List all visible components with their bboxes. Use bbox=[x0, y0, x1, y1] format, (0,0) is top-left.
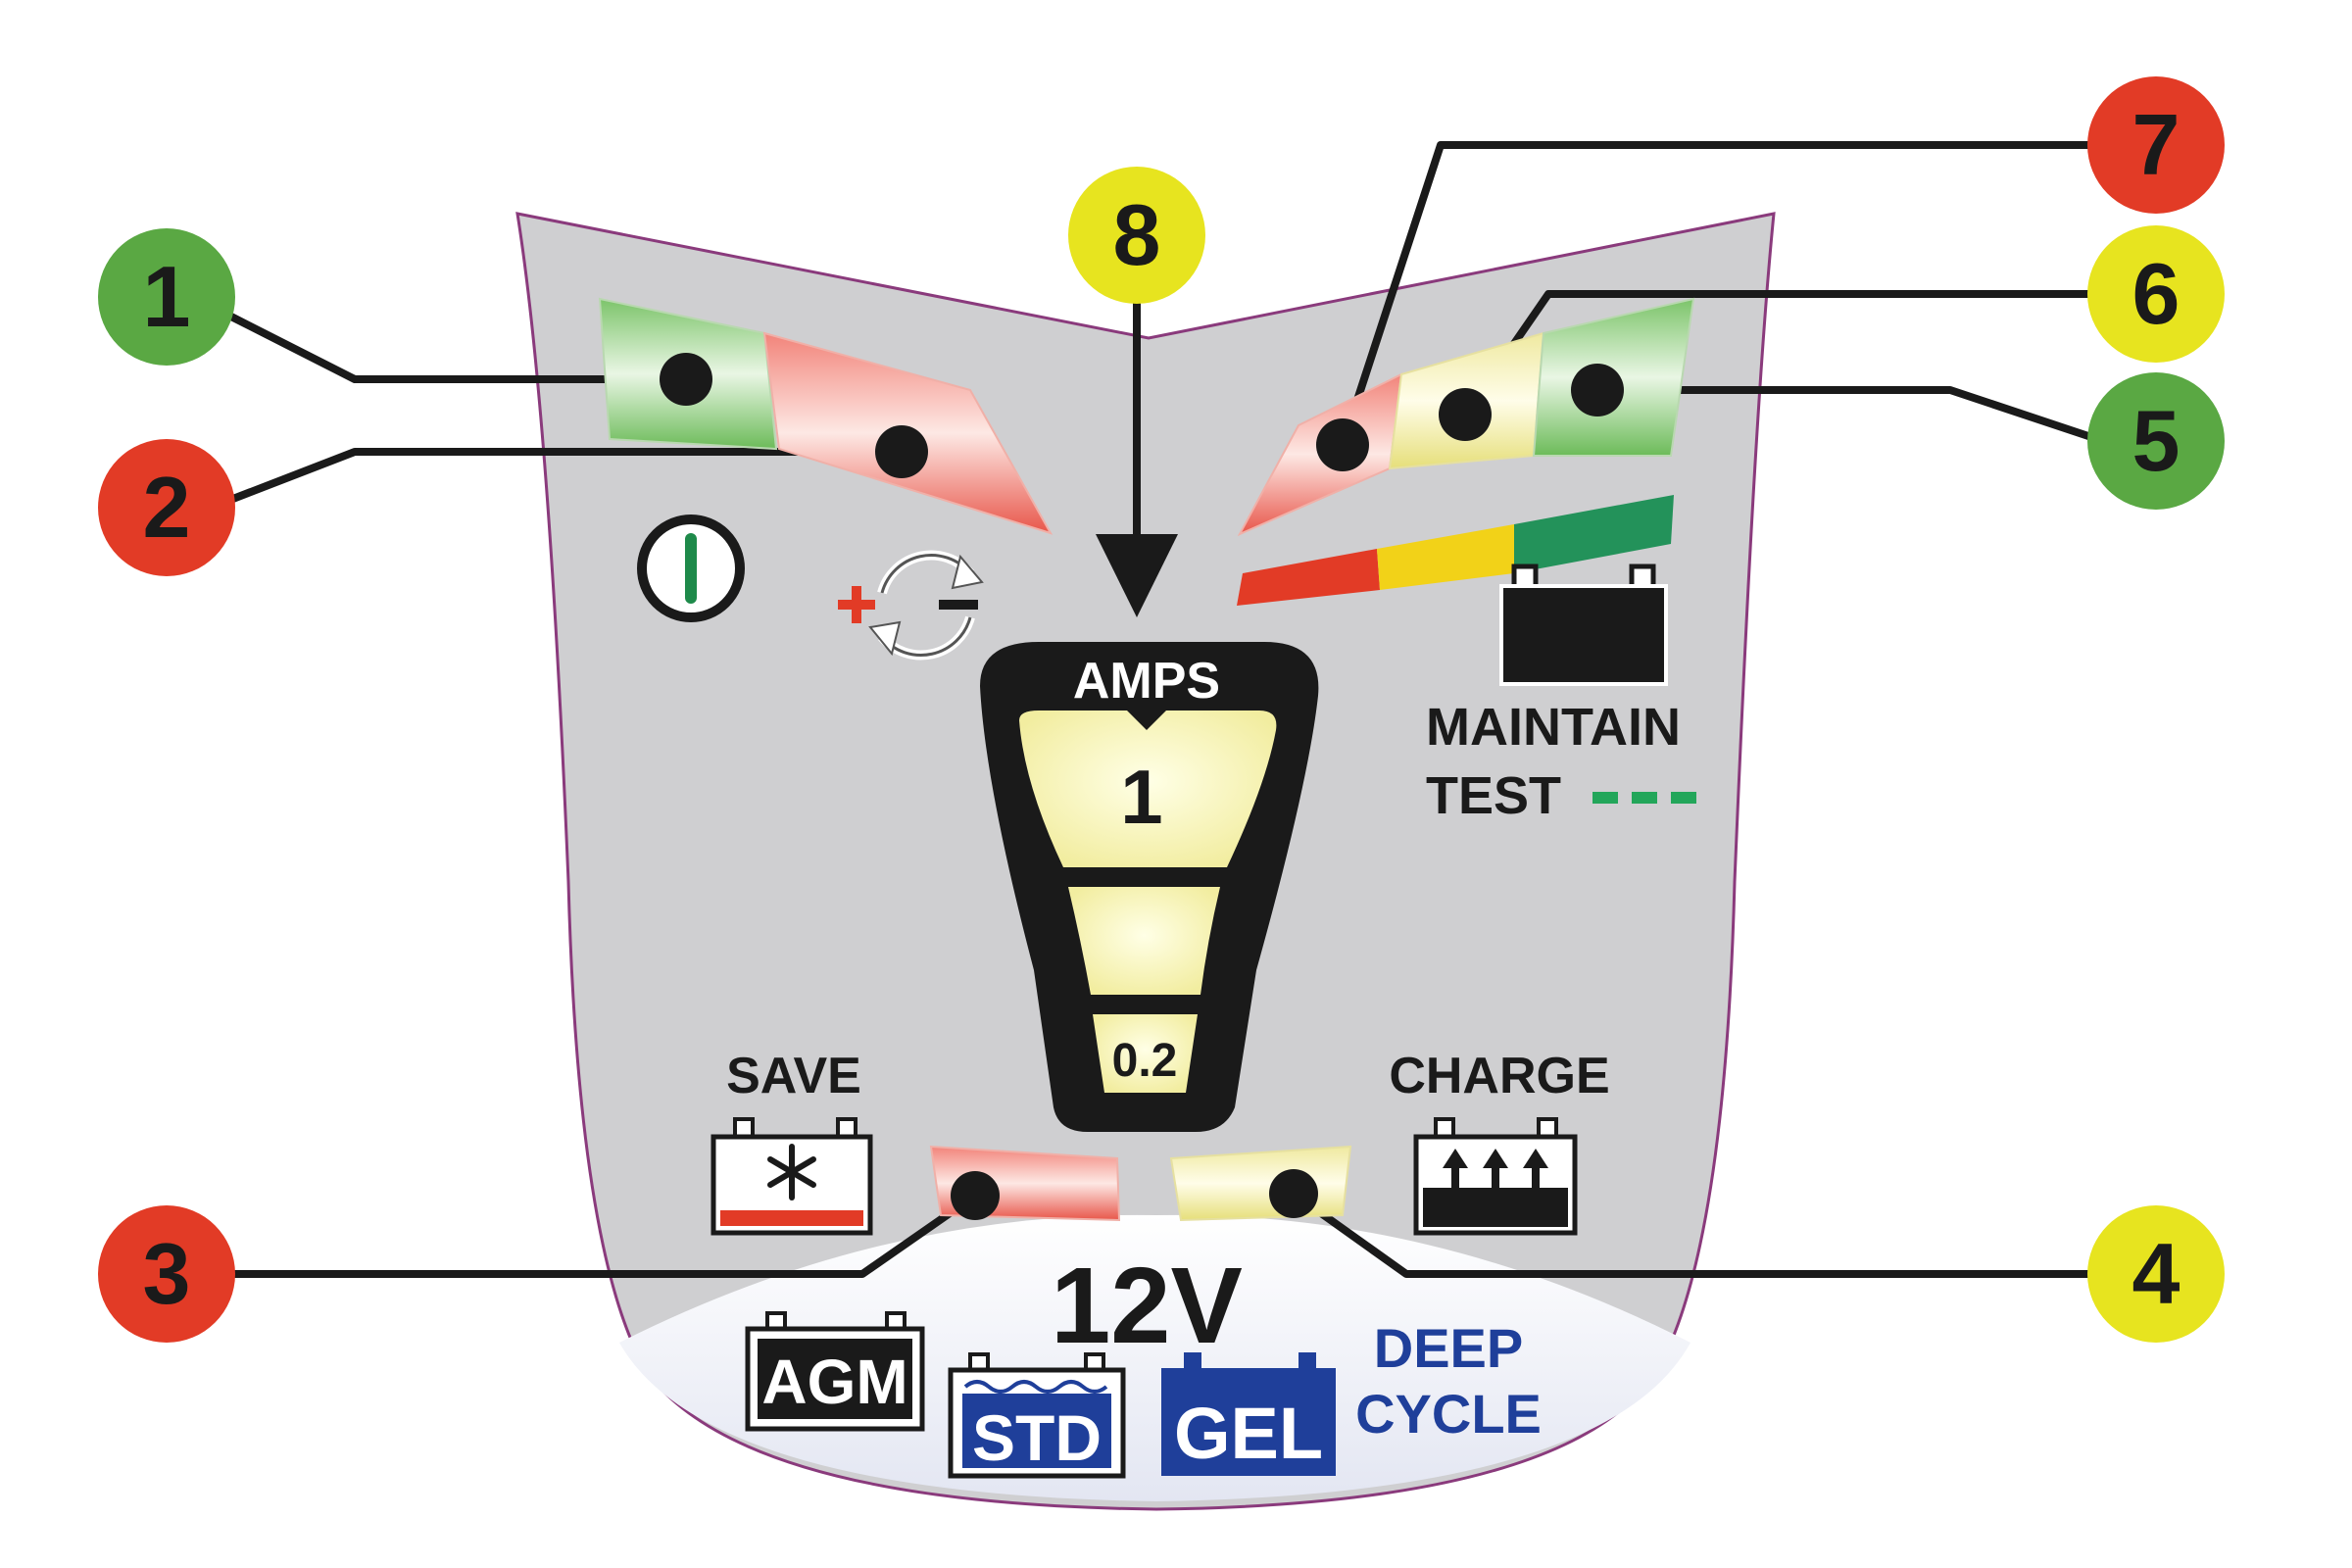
power-icon bbox=[637, 514, 745, 622]
led-6-dot bbox=[1439, 388, 1492, 441]
callout-1: 1 bbox=[98, 228, 235, 366]
test-dashes bbox=[1592, 792, 1696, 804]
callout-6-circle bbox=[2087, 225, 2225, 363]
callout-8-circle bbox=[1068, 167, 1205, 304]
charge-arrows-icon bbox=[1443, 1149, 1548, 1190]
maintain-label: MAINTAIN bbox=[1426, 698, 1681, 757]
led-1-dot bbox=[660, 353, 712, 406]
agm-badge bbox=[745, 1311, 925, 1432]
arrow-head-8 bbox=[1096, 534, 1178, 617]
std-label: STD bbox=[972, 1401, 1102, 1474]
callout-7-number: 7 bbox=[2132, 96, 2180, 193]
leader-line-1 bbox=[223, 310, 686, 383]
callout-6: 6 bbox=[2087, 225, 2225, 363]
voltage-label: 12V bbox=[1051, 1246, 1243, 1366]
callout-4: 4 bbox=[2087, 1205, 2225, 1343]
leader-line-3 bbox=[225, 1192, 978, 1278]
callout-2: 2 bbox=[98, 439, 235, 576]
led-4-dot bbox=[1269, 1169, 1318, 1218]
callout-3: 3 bbox=[98, 1205, 235, 1343]
callout-4-circle bbox=[2087, 1205, 2225, 1343]
callout-8-number: 8 bbox=[1113, 186, 1161, 283]
callout-2-number: 2 bbox=[143, 459, 191, 556]
callout-5-number: 5 bbox=[2132, 392, 2180, 489]
callout-1-circle bbox=[98, 228, 235, 366]
callout-5: 5 bbox=[2087, 372, 2225, 510]
test-label: TEST bbox=[1426, 766, 1561, 825]
callout-8: 8 bbox=[1068, 167, 1205, 304]
callout-5-circle bbox=[2087, 372, 2225, 510]
callout-6-number: 6 bbox=[2132, 245, 2180, 342]
led-2-dot bbox=[875, 425, 928, 478]
leader-line-4 bbox=[1291, 1190, 2097, 1278]
callout-4-number: 4 bbox=[2132, 1225, 2180, 1322]
leader-line-7 bbox=[1339, 141, 2097, 447]
amps-low-value: 0.2 bbox=[1112, 1035, 1178, 1087]
battery-icon bbox=[1499, 564, 1668, 686]
polarity-reverse-icon bbox=[838, 550, 984, 661]
status-color-bar bbox=[1237, 495, 1674, 606]
led-5-dot bbox=[1571, 364, 1624, 416]
led-7-dot bbox=[1316, 418, 1369, 471]
leader-line-2 bbox=[223, 448, 902, 506]
amps-gauge bbox=[980, 642, 1319, 1132]
amps-high-value: 1 bbox=[1120, 754, 1162, 840]
callout-3-number: 3 bbox=[143, 1225, 191, 1322]
gel-badge bbox=[1161, 1352, 1336, 1476]
callout-7: 7 bbox=[2087, 76, 2225, 214]
leader-line-5 bbox=[1597, 386, 2099, 443]
led-3-dot bbox=[951, 1171, 1000, 1220]
save-label: SAVE bbox=[726, 1048, 861, 1104]
callout-7-circle bbox=[2087, 76, 2225, 214]
callout-2-circle bbox=[98, 439, 235, 576]
snowflake-icon bbox=[767, 1144, 816, 1200]
std-badge bbox=[948, 1352, 1126, 1479]
callout-1-number: 1 bbox=[143, 248, 191, 345]
agm-label: AGM bbox=[761, 1347, 907, 1417]
callout-3-circle bbox=[98, 1205, 235, 1343]
charge-label: CHARGE bbox=[1389, 1048, 1609, 1104]
gel-label: GEL bbox=[1174, 1393, 1323, 1474]
deep-label: DEEP bbox=[1374, 1317, 1524, 1379]
amps-label: AMPS bbox=[1073, 653, 1220, 710]
cycle-label: CYCLE bbox=[1355, 1383, 1542, 1445]
led-4-lens bbox=[1169, 1145, 1352, 1222]
